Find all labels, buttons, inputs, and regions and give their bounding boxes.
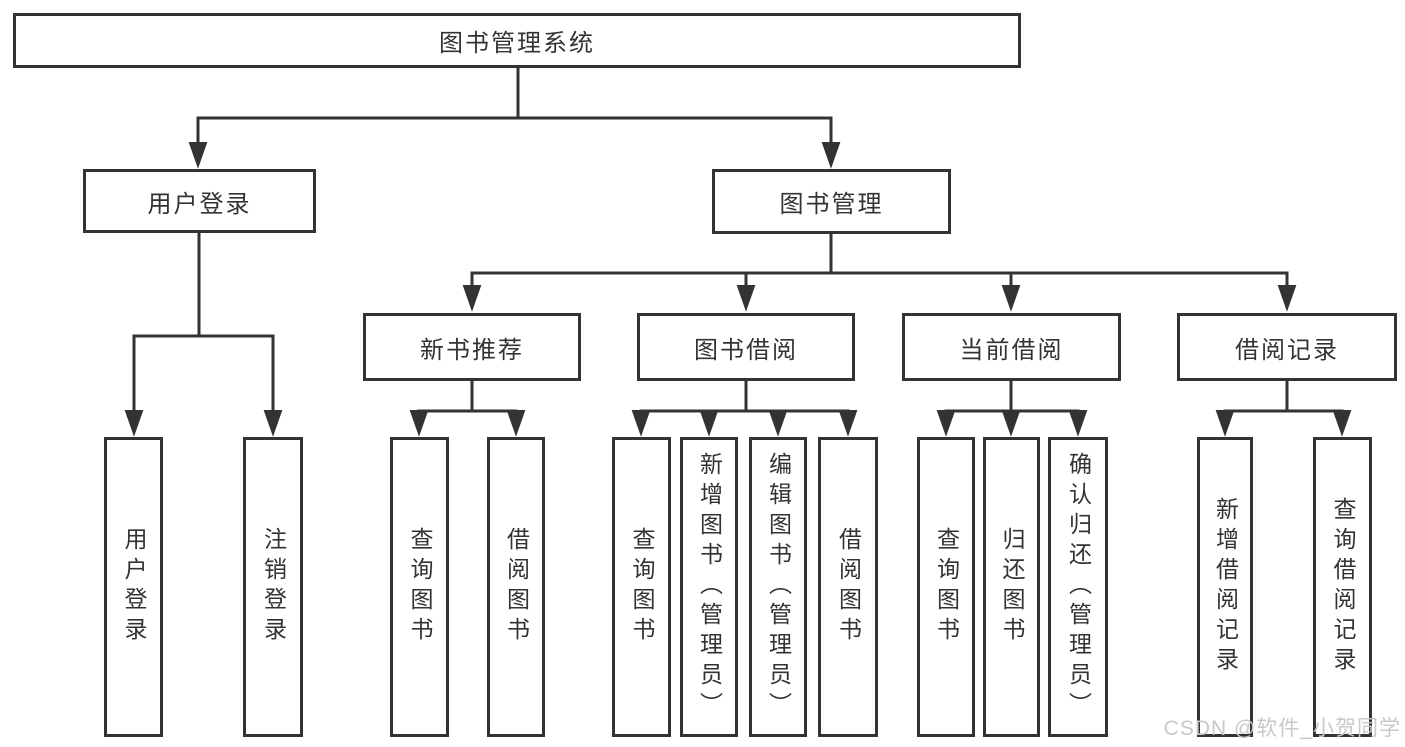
leaf-query-borrow-record: 查询借阅记录 [1313,437,1372,737]
node-borrow-record: 借阅记录 [1177,313,1397,381]
leaf-query-books-borrow: 查询图书 [612,437,671,737]
node-book-management: 图书管理 [712,169,951,234]
leaf-edit-books-admin: 编辑图书（管理员） [749,437,807,737]
leaf-label: 新增图书（管理员） [696,452,723,722]
leaf-return-books: 归还图书 [983,437,1040,737]
edges-book-management-to-level3 [462,234,1297,312]
leaf-label: 查询借阅记录 [1330,497,1356,677]
edges-new-book-recommend [409,381,526,437]
leaf-borrow-books: 借阅图书 [818,437,878,737]
leaf-label: 归还图书 [999,527,1025,647]
leaf-add-books-admin: 新增图书（管理员） [680,437,738,737]
leaf-confirm-return-admin: 确认归还（管理员） [1048,437,1108,737]
leaf-label: 借阅图书 [503,527,530,647]
leaf-query-books-current: 查询图书 [917,437,975,737]
leaf-label: 编辑图书（管理员） [765,452,792,722]
edges-borrow-record [1215,381,1352,437]
leaf-label: 查询图书 [407,527,433,647]
node-root-library-management-system: 图书管理系统 [13,13,1021,68]
leaf-user-login: 用户登录 [104,437,163,737]
leaf-label: 查询图书 [629,527,655,647]
node-new-book-recommend: 新书推荐 [363,313,581,381]
leaf-label: 查询图书 [933,527,960,647]
leaf-label: 借阅图书 [835,527,862,647]
leaf-label: 注销登录 [260,527,287,647]
leaf-add-borrow-record: 新增借阅记录 [1197,437,1253,737]
leaf-query-books-recommend: 查询图书 [390,437,449,737]
leaf-logout: 注销登录 [243,437,303,737]
edges-root-to-level2 [188,68,841,169]
edges-user-login-to-leaves [124,233,283,437]
node-current-borrow: 当前借阅 [902,313,1121,381]
node-user-login: 用户登录 [83,169,316,233]
leaf-label: 用户登录 [121,527,147,647]
edges-current-borrow [936,381,1088,437]
edges-book-borrow [631,381,858,437]
leaf-label: 新增借阅记录 [1212,497,1239,677]
leaf-borrow-books-recommend: 借阅图书 [487,437,545,737]
leaf-label: 确认归还（管理员） [1065,452,1092,722]
node-book-borrow: 图书借阅 [637,313,855,381]
